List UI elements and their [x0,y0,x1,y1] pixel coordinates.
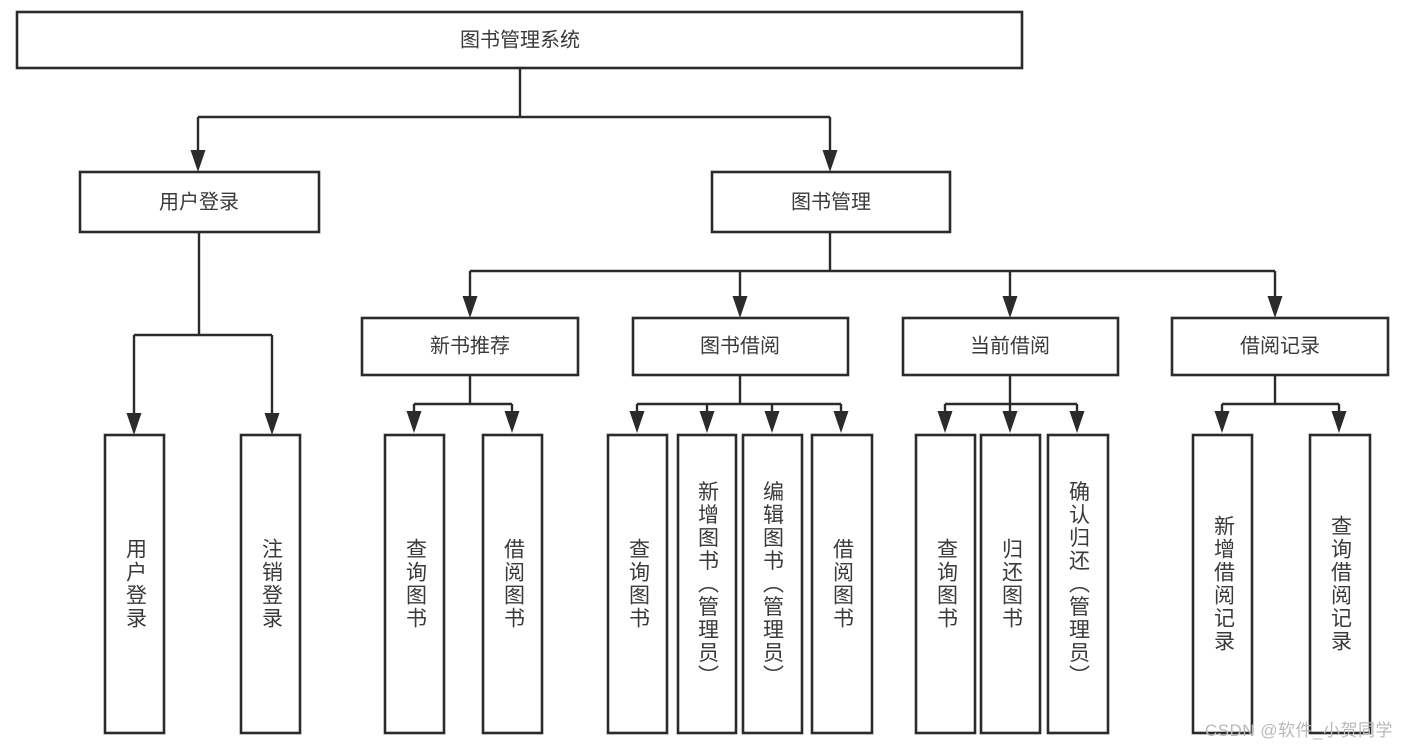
node-book-manage-label: 图书管理 [791,190,871,213]
arrow-borrow-record-leaf-1 [1331,411,1347,433]
arrow-user-login-leaf-0 [126,413,142,435]
node-current-borrow[interactable]: 当前借阅 [901,316,1120,377]
node-current-borrow-box[interactable] [901,316,1120,377]
leaf-current-borrow-0[interactable]: 查询图书 [914,433,977,735]
leaf-current-borrow-1-box[interactable] [979,433,1042,735]
leaf-user-login-1-label: 注销登录 [260,538,284,630]
node-book-manage-box[interactable] [710,170,952,234]
leaf-user-login-0-box[interactable] [103,433,166,735]
node-borrow-record-box[interactable] [1170,316,1390,377]
node-book-borrow-box[interactable] [631,316,850,377]
leaf-new-book-1-box[interactable] [481,433,544,735]
arrow-to-new-book [462,296,478,318]
node-user-login[interactable]: 用户登录 [78,170,321,234]
leaf-borrow-record-1[interactable]: 查询借阅记录 [1308,433,1372,735]
leaf-borrow-record-0[interactable]: 新增借阅记录 [1191,433,1254,735]
leaf-new-book-1-label: 借阅图书 [502,538,526,630]
leaf-book-borrow-3[interactable]: 借阅图书 [810,433,874,735]
connector-layer [126,68,1347,435]
arrow-current-borrow-leaf-1 [1002,411,1018,433]
csdn-watermark: CSDN @软件_小贺同学 [1204,721,1393,740]
arrow-to-user-login [190,150,206,172]
leaf-current-borrow-2-box[interactable] [1046,433,1110,735]
leaf-book-borrow-2[interactable]: 编辑图书（管理员） [741,433,804,735]
node-new-book-recommend-label: 新书推荐 [430,334,510,357]
arrow-current-borrow-leaf-2 [1069,411,1085,433]
leaf-book-borrow-1-label: 新增图书（管理员） [696,481,720,688]
leaf-current-borrow-0-box[interactable] [914,433,977,735]
leaf-current-borrow-2-label: 确认归还（管理员） [1067,481,1091,688]
leaf-book-borrow-1[interactable]: 新增图书（管理员） [676,433,738,735]
arrow-to-book-borrow [732,296,748,318]
node-borrow-record-label: 借阅记录 [1240,334,1320,357]
leaf-user-login-0-label: 用户登录 [124,538,148,630]
leaf-book-borrow-3-label: 借阅图书 [831,538,855,630]
arrow-current-borrow-leaf-0 [937,411,953,433]
leaf-current-borrow-1[interactable]: 归还图书 [979,433,1042,735]
leaf-borrow-record-1-box[interactable] [1308,433,1372,735]
node-root[interactable]: 图书管理系统 [15,10,1024,70]
node-book-borrow[interactable]: 图书借阅 [631,316,850,377]
node-new-book-recommend[interactable]: 新书推荐 [360,316,580,377]
node-user-login-label: 用户登录 [159,190,239,213]
node-root-label: 图书管理系统 [460,28,580,51]
leaf-user-login-1-box[interactable] [239,433,302,735]
arrow-borrow-record-leaf-0 [1214,411,1230,433]
arrow-to-book-manage [822,150,838,172]
leaf-new-book-0-label: 查询图书 [404,538,428,630]
leaf-new-book-0-box[interactable] [383,433,446,735]
leaf-current-borrow-0-label: 查询图书 [935,538,959,630]
leaf-book-borrow-0-label: 查询图书 [627,538,651,630]
node-new-book-recommend-box[interactable] [360,316,580,377]
arrow-to-borrow-record [1267,296,1283,318]
node-book-manage[interactable]: 图书管理 [710,170,952,234]
leaf-book-borrow-2-box[interactable] [741,433,804,735]
leaf-user-login-0[interactable]: 用户登录 [103,433,166,735]
leaf-borrow-record-0-box[interactable] [1191,433,1254,735]
leaf-book-borrow-0[interactable]: 查询图书 [606,433,669,735]
leaf-current-borrow-2[interactable]: 确认归还（管理员） [1046,433,1110,735]
arrow-book-borrow-leaf-3 [833,411,849,433]
arrow-new-book-leaf-0 [406,411,422,433]
leaf-user-login-1[interactable]: 注销登录 [239,433,302,735]
leaf-current-borrow-1-label: 归还图书 [1000,538,1024,630]
leaf-book-borrow-2-label: 编辑图书（管理员） [761,481,785,688]
arrow-book-borrow-leaf-2 [764,411,780,433]
leaf-new-book-1[interactable]: 借阅图书 [481,433,544,735]
arrow-user-login-leaf-1 [264,413,280,435]
node-book-borrow-label: 图书借阅 [700,334,780,357]
leaf-borrow-record-1-label: 查询借阅记录 [1329,515,1353,653]
leaf-book-borrow-1-box[interactable] [676,433,738,735]
arrow-to-current-borrow [1002,296,1018,318]
leaf-new-book-0[interactable]: 查询图书 [383,433,446,735]
arrow-new-book-leaf-1 [504,411,520,433]
node-current-borrow-label: 当前借阅 [970,334,1050,357]
leaf-book-borrow-3-box[interactable] [810,433,874,735]
arrow-book-borrow-leaf-0 [629,411,645,433]
node-borrow-record[interactable]: 借阅记录 [1170,316,1390,377]
arrow-book-borrow-leaf-1 [699,411,715,433]
leaf-book-borrow-0-box[interactable] [606,433,669,735]
node-user-login-box[interactable] [78,170,321,234]
leaf-borrow-record-0-label: 新增借阅记录 [1212,515,1236,653]
node-root-box[interactable] [15,10,1024,70]
